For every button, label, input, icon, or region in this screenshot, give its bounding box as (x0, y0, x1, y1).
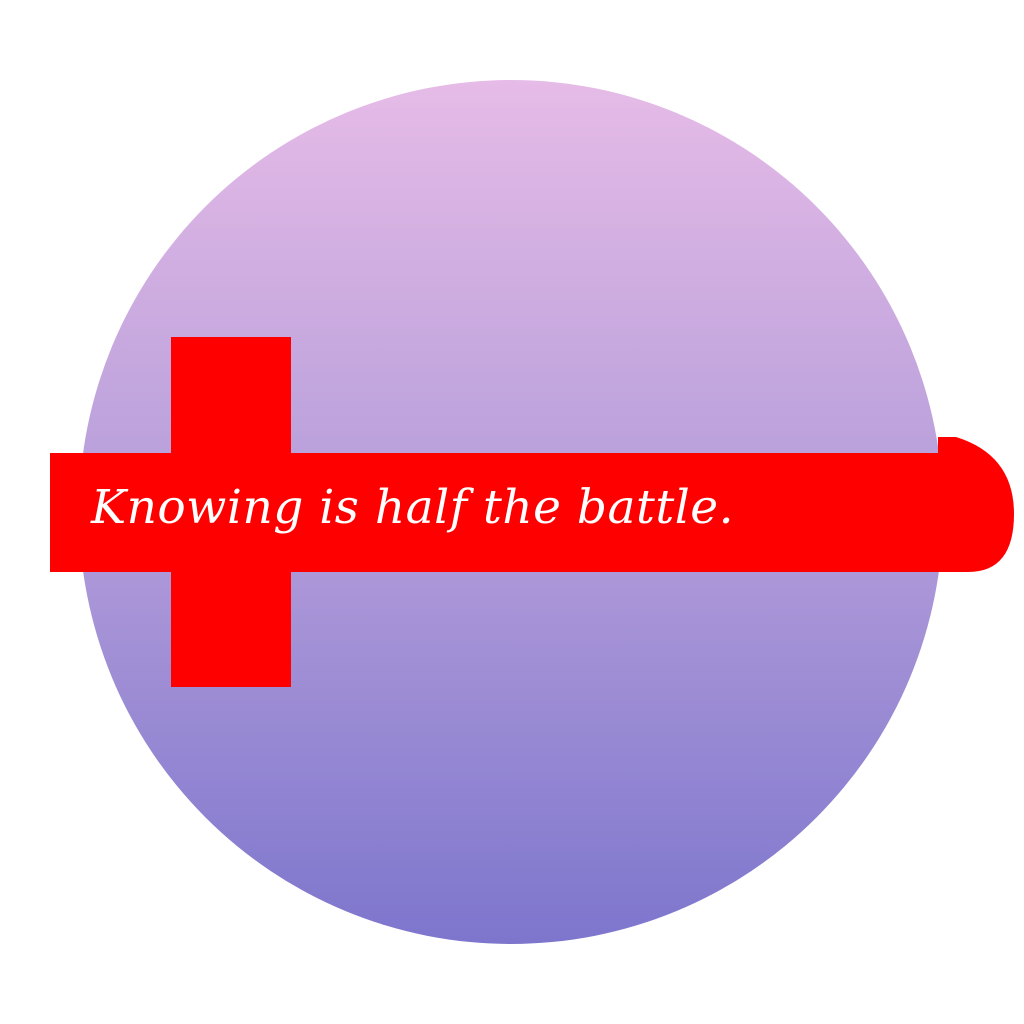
banner-cap-shape (938, 437, 1014, 572)
banner-quote-text: Knowing is half the battle. (91, 480, 735, 535)
banner-rounded-cap (938, 437, 1014, 572)
red-banner (50, 453, 940, 572)
